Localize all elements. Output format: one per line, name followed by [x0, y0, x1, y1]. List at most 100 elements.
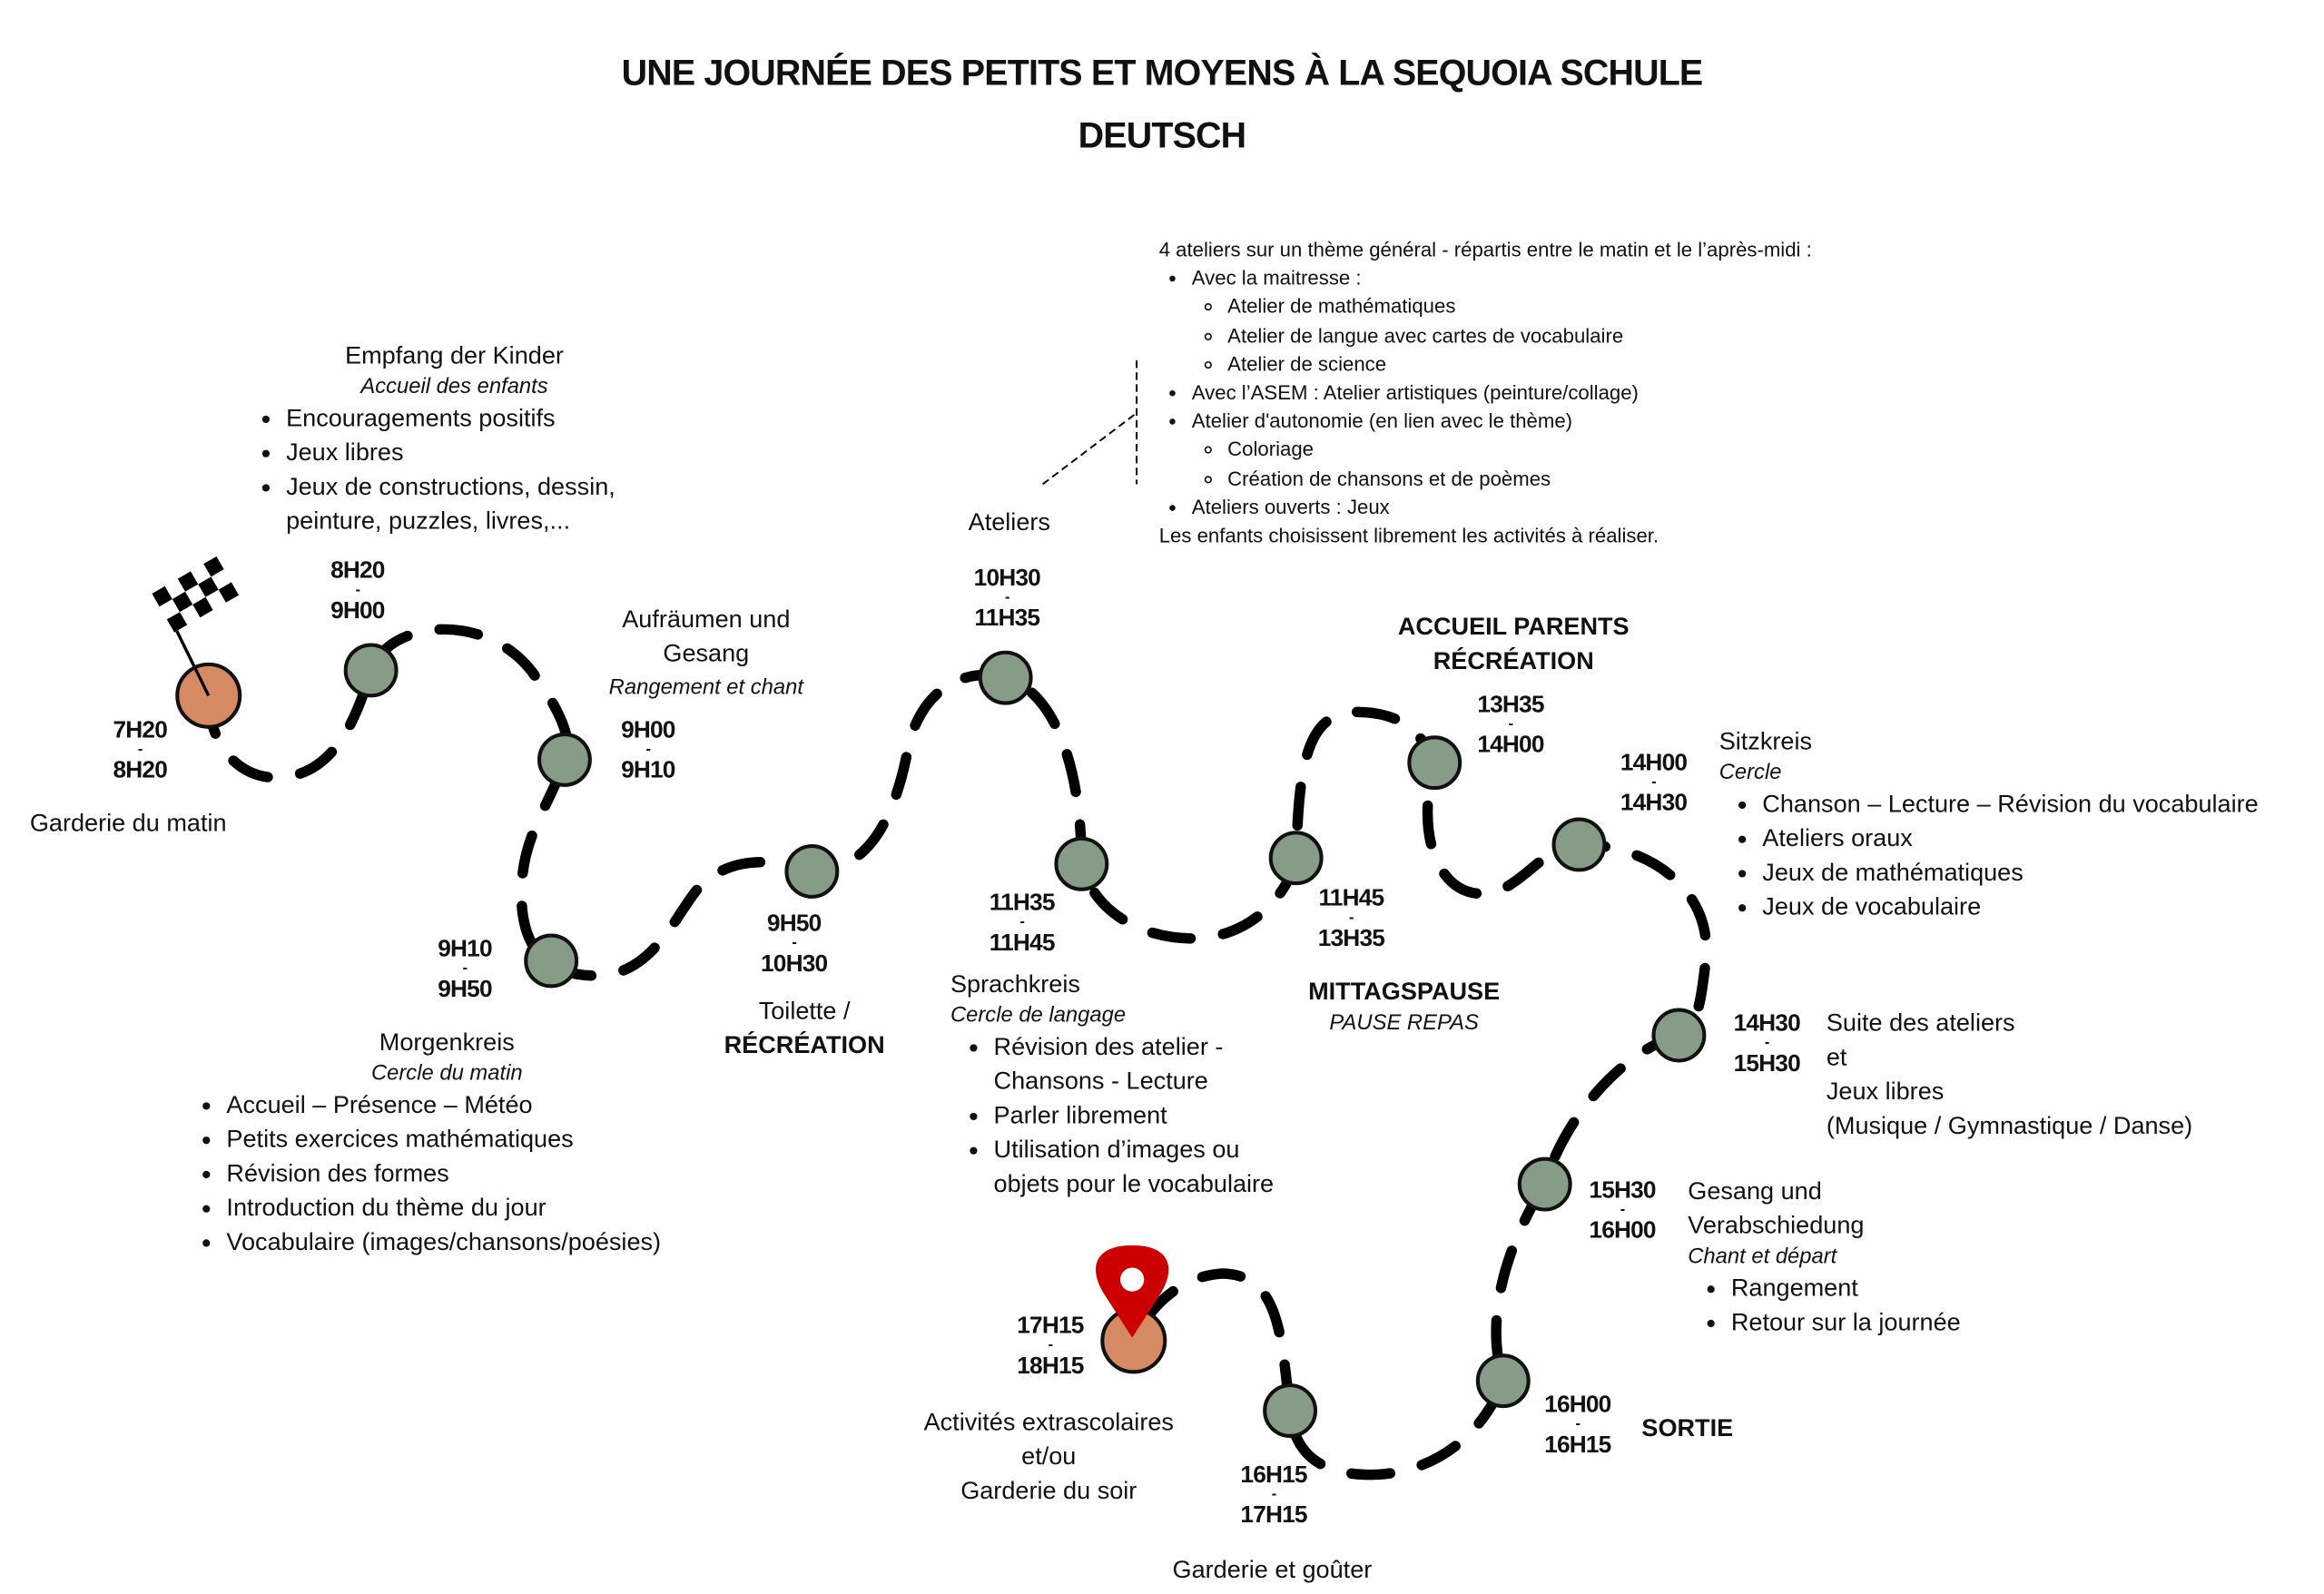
title: Empfang der Kinder: [345, 342, 564, 369]
line: (Musique / Gymnastique / Danse): [1826, 1112, 2193, 1140]
time-mittagspause: 11H45-13H35: [1317, 886, 1385, 952]
block-morgenkreis: Morgenkreis Cercle du matin Accueil – Pr…: [193, 1027, 700, 1261]
subtitle: Cercle: [1718, 761, 1782, 785]
node-empfang: [343, 643, 399, 698]
block-aufraeumen: Aufräumen und Gesang Rangement et chant: [572, 604, 840, 706]
node-mittagspause: [1268, 831, 1324, 886]
subtitle: Rangement et chant: [608, 676, 803, 701]
node-aufraeumen: [537, 732, 592, 787]
list-item: Introduction du thème du jour: [226, 1192, 763, 1226]
block-accueil-parents: ACCUEIL PARENTS RÉCRÉATION: [1380, 611, 1648, 679]
ateliers-note: 4 ateliers sur un thème général - répart…: [1159, 235, 1934, 550]
title: Gesang und: [1688, 1178, 1822, 1205]
subtitle: PAUSE REPAS: [1329, 1011, 1479, 1036]
node-sitzkreis: [1551, 817, 1607, 872]
title: Sitzkreis: [1718, 728, 1813, 755]
title-garderie-gouter: Garderie et goûter: [1172, 1556, 1373, 1584]
list-item: Encouragements positifs: [286, 402, 655, 437]
list-item: Ateliers oraux: [1762, 822, 2315, 857]
list-item: Vocabulaire (images/chansons/poésies): [226, 1226, 763, 1261]
title: Toilette /: [758, 998, 851, 1026]
block-mittagspause: MITTAGSPAUSE PAUSE REPAS: [1296, 976, 1512, 1038]
list-item: Jeux de vocabulaire: [1762, 890, 2315, 925]
list-item: Retour sur la journée: [1731, 1306, 2045, 1341]
title: Sprachkreis: [950, 970, 1080, 999]
list-item: Atelier d'autonomie (en lien avec le thè…: [1192, 407, 1934, 493]
subtitle: Cercle du matin: [370, 1062, 523, 1087]
time-accueil-parents: 13H35-14H00: [1477, 693, 1544, 759]
line: et: [1826, 1044, 1847, 1071]
list-item: Avec l’ASEM : Atelier artistiques (peint…: [1192, 379, 1934, 408]
subtitle: Cercle de langage: [950, 1004, 1127, 1028]
location-pin-icon: [1096, 1245, 1169, 1338]
list-item: Utilisation d’images ou objets pour le v…: [994, 1134, 1287, 1202]
time-empfang: 8H20-9H00: [330, 558, 385, 625]
block-empfang: Empfang der Kinder Accueil des enfants E…: [253, 339, 655, 539]
title: Verabschiedung: [1688, 1212, 1865, 1240]
page-subtitle: DEUTSCH: [1078, 115, 1246, 157]
line: et/ou: [1021, 1443, 1077, 1471]
ateliers-list: Avec la maitresse : Atelier de mathémati…: [1159, 264, 1934, 522]
list-item: Atelier de langue avec cartes de vocabul…: [1227, 321, 1934, 350]
subtitle: Accueil des enfants: [360, 375, 548, 399]
node-toilette: [784, 844, 840, 899]
block-extrascolaire: Activités extrascolaires et/ou Garderie …: [885, 1406, 1213, 1509]
node-gesang: [1517, 1156, 1572, 1212]
title-ateliers: Ateliers: [968, 509, 1050, 536]
title: Morgenkreis: [379, 1028, 515, 1057]
time-toilette: 9H50-10H30: [761, 911, 828, 978]
checkered-flag-icon: [152, 555, 241, 697]
list-item: Coloriage: [1227, 436, 1934, 465]
title-sortie: SORTIE: [1641, 1414, 1734, 1442]
node-sprachkreis: [1054, 836, 1109, 891]
time-gesang: 15H30-16H00: [1589, 1178, 1656, 1245]
title: Gesang: [663, 640, 750, 668]
label-garderie-matin: Garderie du matin: [29, 810, 227, 838]
list-item: Rangement: [1731, 1272, 2045, 1306]
subtitle: Chant et départ: [1688, 1245, 1837, 1270]
list-item: Révision des atelier - Chansons - Lectur…: [994, 1031, 1287, 1099]
time-sprachkreis: 11H35-11H45: [989, 890, 1056, 957]
list-item: Jeux de constructions, dessin, peinture,…: [286, 471, 655, 539]
time-garderie-matin: 7H20-8H20: [113, 717, 168, 784]
block-sitzkreis: Sitzkreis Cercle Chanson – Lecture – Rév…: [1719, 725, 2315, 925]
node-suite: [1651, 1008, 1707, 1063]
list-item: Atelier de mathématiques: [1227, 292, 1934, 321]
title: MITTAGSPAUSE: [1308, 979, 1501, 1006]
node-sortie: [1475, 1353, 1531, 1409]
start-node: [175, 662, 242, 729]
list-item: Accueil – Présence – Météo: [226, 1089, 763, 1124]
block-gesang: Gesang und Verabschiedung Chant et dépar…: [1688, 1176, 2045, 1341]
list-item: Ateliers ouverts : Jeux: [1192, 493, 1934, 522]
line: Jeux libres: [1826, 1078, 1945, 1106]
time-suite: 14H30-15H30: [1733, 1011, 1801, 1077]
node-morgenkreis: [524, 933, 579, 989]
time-extrascolaire: 17H15-18H15: [1017, 1314, 1084, 1380]
node-accueil-parents: [1407, 735, 1462, 791]
line: Garderie du soir: [960, 1477, 1137, 1505]
time-morgenkreis: 9H10-9H50: [438, 937, 492, 1003]
list-item: Révision des formes: [226, 1157, 763, 1192]
node-garderie-gouter: [1263, 1383, 1318, 1438]
list-item: Création de chansons et de poèmes: [1227, 464, 1934, 493]
block-toilette: Toilette / RÉCRÉATION: [715, 995, 894, 1063]
list-item: Parler librement: [994, 1099, 1287, 1134]
line: Suite des ateliers: [1826, 1009, 2015, 1038]
time-ateliers: 10H30-11H35: [973, 566, 1041, 632]
node-ateliers: [978, 650, 1033, 705]
time-garderie-gouter: 16H15-17H15: [1240, 1462, 1307, 1529]
title: RÉCRÉATION: [1433, 647, 1594, 675]
ateliers-outro: Les enfants choisissent librement les ac…: [1158, 524, 1659, 547]
list-item: Petits exercices mathématiques: [226, 1123, 763, 1157]
block-sprachkreis: Sprachkreis Cercle de langage Révision d…: [950, 969, 1287, 1203]
list-item: Avec la maitresse : Atelier de mathémati…: [1192, 264, 1934, 379]
title: ACCUEIL PARENTS: [1397, 614, 1630, 641]
time-sortie: 16H00-16H15: [1544, 1392, 1611, 1459]
title: Aufräumen und: [622, 605, 791, 634]
ateliers-intro: 4 ateliers sur un thème général - répart…: [1158, 238, 1812, 261]
list-item: Chanson – Lecture – Révision du vocabula…: [1762, 788, 2315, 822]
title-bold: RÉCRÉATION: [724, 1032, 885, 1059]
block-suite: Suite des ateliers et Jeux libres (Musiq…: [1827, 1007, 2303, 1144]
